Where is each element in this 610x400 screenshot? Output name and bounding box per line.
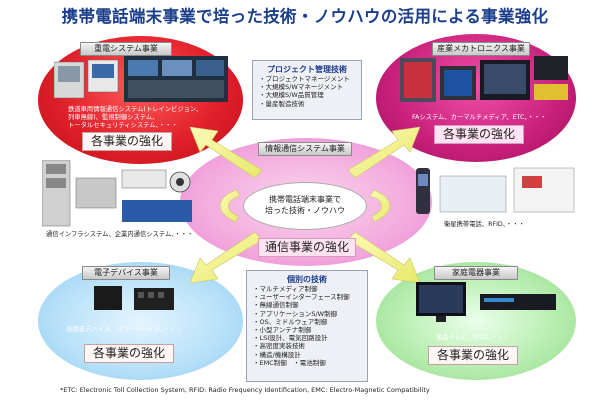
individual-tech-box: 個別の技術 ・マルチメディア制御 ・ユーザーインターフェース制御 ・無線通信制御… — [246, 270, 368, 382]
top-left-header: 重電システム事業 — [80, 42, 172, 56]
tech-item: ・ユーザーインターフェース制御 — [253, 293, 350, 302]
curved-arrow-right — [369, 189, 391, 223]
arrow-top-right — [347, 126, 421, 179]
bottom-right-caption: 液晶テレビ、DVD、・・・ — [436, 334, 510, 341]
bottom-left-strength: 各事業の強化 — [84, 344, 174, 363]
tech-item: ・小型アンテナ制御 — [253, 326, 312, 335]
core-line-2: 培った技術・ノウハウ — [265, 206, 345, 215]
bottom-right-strength: 各事業の強化 — [428, 346, 518, 365]
project-box-title: プロジェクト管理技術 — [267, 65, 347, 74]
tech-item: ・アプリケーションS/W制御 — [253, 309, 338, 318]
page-title: 携帯電話端末事業で培った技術・ノウハウの活用による事業強化 — [61, 7, 549, 26]
center-left-caption: 通信インフラシステム、企業内通信システム、・・・ — [46, 231, 194, 238]
project-item: ・大規模S/Wマネージメント — [259, 83, 344, 92]
tech-item: ・マルチメディア制御 — [253, 285, 318, 293]
project-management-box: プロジェクト管理技術 ・プロジェクトマネージメント ・大規模S/Wマネージメント… — [252, 60, 362, 120]
project-item: ・量産製造技術 — [259, 99, 305, 108]
bottom-right-header: 家庭電器事業 — [434, 266, 518, 280]
center-right-photos — [416, 167, 575, 214]
top-left-caption-2: 列車無線)、監視制御システム、 — [68, 114, 159, 121]
top-right-header: 産業メカトロニクス事業 — [432, 42, 530, 56]
bottom-right-photos — [416, 282, 556, 322]
bottom-left-photos — [94, 286, 174, 310]
top-right-caption: FAシステム、カーマルチメディア、ETC、・・・ — [412, 114, 547, 121]
center-right-caption: 衛星携帯電話、RFID、・・・ — [444, 221, 525, 228]
core-line-1: 携帯電話端末事業で — [269, 195, 341, 204]
tech-item: ・LSI設計、電気回路設計 — [253, 334, 328, 343]
project-item: ・大規模S/W品質管理 — [259, 91, 324, 100]
arrow-bottom-right — [347, 231, 421, 284]
tech-item: ・OS、ミドルウェア制御 — [253, 317, 328, 326]
center-strength: 通信事業の強化 — [258, 238, 356, 257]
bottom-left-caption: 高周波デバイス、パワーデバイス、・・・ — [66, 326, 183, 333]
bottom-left-header: 電子デバイス事業 — [82, 266, 170, 280]
core-technology-oval: 携帯電話端末事業で 培った技術・ノウハウ — [243, 182, 367, 230]
footnote: *ETC: Electronic Toll Collection System,… — [60, 386, 430, 394]
tech-item: ・高密度実装技術 — [253, 342, 305, 351]
top-right-photos — [400, 56, 568, 102]
tech-item: ・EMC制御 ・電池制御 — [253, 358, 326, 367]
arrow-bottom-left — [189, 231, 263, 284]
top-left-strength: 各事業の強化 — [82, 132, 172, 151]
top-left-caption-1: 鉄道車両情報通信システム(トレインビジョン、 — [68, 106, 203, 113]
center-header: 情報通信システム事業 — [258, 142, 352, 156]
tech-item: ・無線通信制御 — [253, 301, 299, 310]
curved-arrow-left — [219, 189, 241, 223]
top-left-photos — [54, 56, 228, 102]
tech-box-title: 個別の技術 — [287, 275, 327, 284]
top-right-strength: 各事業の強化 — [434, 125, 524, 144]
arrow-top-left — [189, 126, 263, 179]
project-item: ・プロジェクトマネージメント — [259, 75, 350, 83]
center-left-photos — [42, 160, 192, 227]
top-left-caption-3: トータルセキュリティシステム、・・・ — [68, 122, 178, 129]
tech-item: ・構造/機構設計 — [253, 350, 301, 359]
